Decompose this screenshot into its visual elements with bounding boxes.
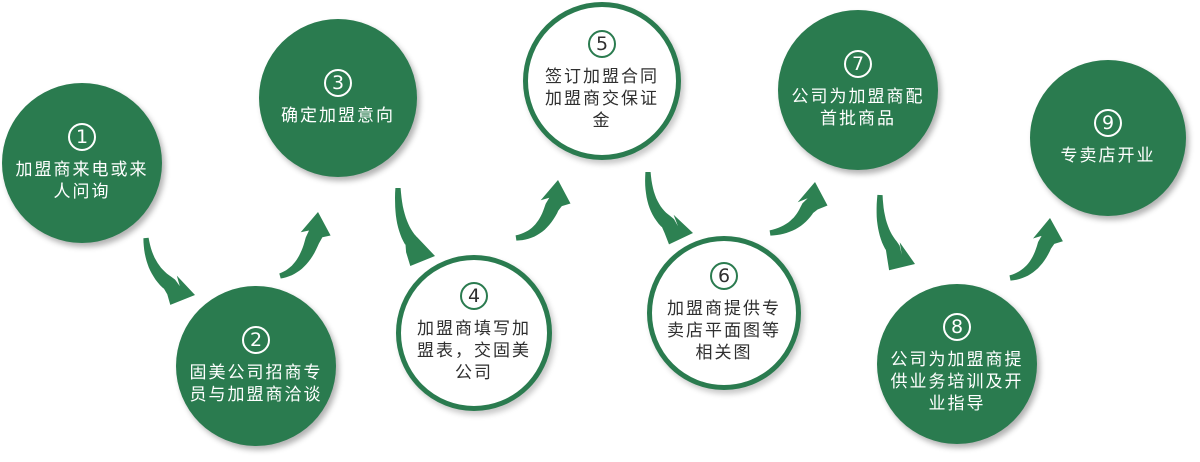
step-number: 6 <box>710 262 738 290</box>
step-number: 7 <box>844 50 872 78</box>
step-4: 4 加盟商填写加盟表，交固美公司 <box>396 255 552 411</box>
curved-arrow-up-icon <box>1009 218 1063 281</box>
step-label: 公司为加盟商配首批商品 <box>791 87 925 129</box>
curved-arrow-down-icon <box>143 237 195 305</box>
curved-arrow-down-icon <box>645 172 693 245</box>
step-number: 3 <box>324 69 352 97</box>
step-8: 8 公司为加盟商提供业务培训及开业指导 <box>877 284 1037 444</box>
step-3: 3 确定加盟意向 <box>259 19 417 177</box>
step-number: 1 <box>68 123 96 151</box>
step-label: 确定加盟意向 <box>281 106 395 126</box>
curved-arrow-up-icon <box>769 182 828 236</box>
step-number: 4 <box>460 282 488 310</box>
step-5: 5 签订加盟合同加盟商交保证金 <box>523 2 681 160</box>
curved-arrow-up-icon <box>515 180 571 241</box>
step-number: 2 <box>242 326 270 354</box>
step-label: 加盟商来电或来人问询 <box>15 160 149 202</box>
step-number: 5 <box>588 30 616 58</box>
step-label: 签订加盟合同加盟商交保证金 <box>545 67 659 131</box>
step-2: 2 固美公司招商专员与加盟商洽谈 <box>176 286 336 446</box>
step-label: 固美公司招商专员与加盟商洽谈 <box>189 363 323 405</box>
step-label: 加盟商提供专卖店平面图等相关图 <box>667 299 781 363</box>
curved-arrow-down-icon <box>876 194 915 271</box>
step-label: 公司为加盟商提供业务培训及开业指导 <box>890 350 1024 414</box>
step-7: 7 公司为加盟商配首批商品 <box>778 10 938 170</box>
step-label: 专卖店开业 <box>1060 146 1156 166</box>
step-1: 1 加盟商来电或来人问询 <box>2 83 162 243</box>
step-9: 9 专卖店开业 <box>1030 60 1186 216</box>
step-number: 9 <box>1094 109 1122 137</box>
step-label: 加盟商填写加盟表，交固美公司 <box>417 319 531 383</box>
step-number: 8 <box>943 313 971 341</box>
curved-arrow-down-icon <box>395 188 435 266</box>
step-6: 6 加盟商提供专卖店平面图等相关图 <box>647 236 801 390</box>
curved-arrow-up-icon <box>279 212 331 279</box>
